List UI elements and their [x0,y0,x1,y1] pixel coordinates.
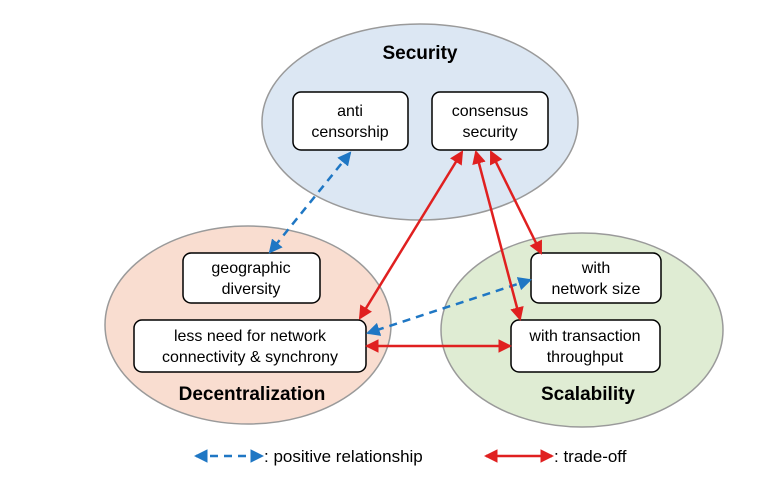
consensus-security-line2: security [462,124,517,141]
network-connectivity-line2: connectivity & synchrony [162,349,338,366]
transaction-throughput-box: with transaction throughput [510,319,661,373]
tradeoff-arrow-security-throughput [472,150,524,321]
geographic-diversity-box: geographic diversity [182,252,321,304]
network-size-line1: with [581,260,610,277]
legend-positive-label: : positive relationship [264,447,423,466]
legend: : positive relationship : trade-off [193,447,627,466]
positive-arrow-censorship-geography [268,151,352,254]
decentralization-title: Decentralization [179,384,326,405]
legend-tradeoff-label: : trade-off [554,447,627,466]
consensus-security-box: consensus security [431,91,549,151]
security-title: Security [383,43,458,64]
tradeoff-arrow-security-connectivity [358,150,464,320]
transaction-throughput-line1: with transaction [528,328,640,345]
network-connectivity-box: less need for network connectivity & syn… [133,319,367,373]
scalability-title: Scalability [541,384,635,405]
consensus-security-line1: consensus [452,103,529,120]
network-size-box: with network size [530,252,662,304]
anti-censorship-line1: anti [337,103,363,120]
network-connectivity-line1: less need for network [174,328,327,345]
geographic-diversity-line1: geographic [211,260,290,277]
network-size-line2: network size [552,281,641,298]
transaction-throughput-line2: throughput [547,349,624,366]
anti-censorship-line2: censorship [311,124,388,141]
geographic-diversity-line2: diversity [222,281,281,298]
anti-censorship-box: anti censorship [292,91,409,151]
